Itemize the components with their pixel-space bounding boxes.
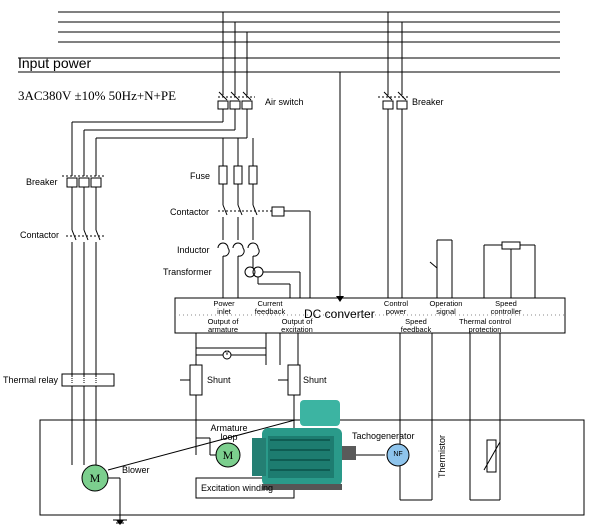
contactor-mid-label: Contactor [170,207,210,217]
operation-signal-label: Operation signal [429,299,463,316]
breaker-left-label: Breaker [26,177,58,187]
shunt-left-box [189,364,203,396]
air-switch-box-2 [229,100,241,110]
breaker-left-box-1 [66,177,78,188]
input-power-label: Input power [18,55,92,71]
armature-motor-circle [215,442,241,468]
transformer-coil-1 [244,266,256,278]
output-excitation-label: Output of excitation [281,317,313,334]
blower-label: Blower [122,465,150,475]
thermal-relay-box [61,373,115,387]
dc-converter-label: DC converter [304,307,375,321]
air-switch-box-1 [217,100,229,110]
thermal-relay-label: Thermal relay [3,375,59,385]
fuse-1 [218,165,228,185]
tachogenerator-label: Tachogenerator [352,431,415,441]
thermal-control-protection-label: Thermal control protection [458,317,512,334]
blower-motor-symbol: M [89,471,101,485]
armature-motor-symbol: M [222,448,234,462]
dc-motor-illustration [252,400,356,490]
thermistor-box [486,439,497,473]
tacho-nf-symbol: NF [393,451,403,458]
breaker-right-box-1 [382,100,394,110]
transformer-label: Transformer [163,267,212,277]
breaker-right-label: Breaker [412,97,444,107]
breaker-left-box-2 [78,177,90,188]
output-armature-label: Output of armature [207,317,239,334]
shunt-right-box [287,364,301,396]
fuse-2 [233,165,243,185]
control-power-label: Control power [383,299,409,316]
armature-loop-label: Armature loop [210,423,248,442]
shunt-right-label: Shunt [303,375,327,385]
meter-v-symbol: V [224,351,229,357]
tachogenerator-circle [386,443,410,467]
fuse-label: Fuse [190,171,211,181]
speed-feedback-label: Speed feedback [400,317,432,334]
supply-spec-label: 3AC380V ±10% 50Hz+N+PE [18,88,177,103]
shunt-left-label: Shunt [207,375,231,385]
fuse-3 [248,165,258,185]
air-switch-box-3 [241,100,253,110]
excitation-winding-label: Excitation winding [201,483,274,493]
current-feedback-label: Current feedback [254,299,286,316]
breaker-left-box-3 [90,177,102,188]
thermistor-label: Thermistor [437,434,447,478]
inductor-label: Inductor [177,245,210,255]
contactor-coil [271,206,285,217]
breaker-right-box-2 [396,100,408,110]
power-inlet-label: Power inlet [213,299,235,316]
speed-pot [501,241,521,250]
speed-controller-label: Speed controller [490,299,522,316]
contactor-left-label: Contactor [20,230,60,240]
air-switch-label: Air switch [265,97,304,107]
blower-motor-circle [81,464,109,492]
